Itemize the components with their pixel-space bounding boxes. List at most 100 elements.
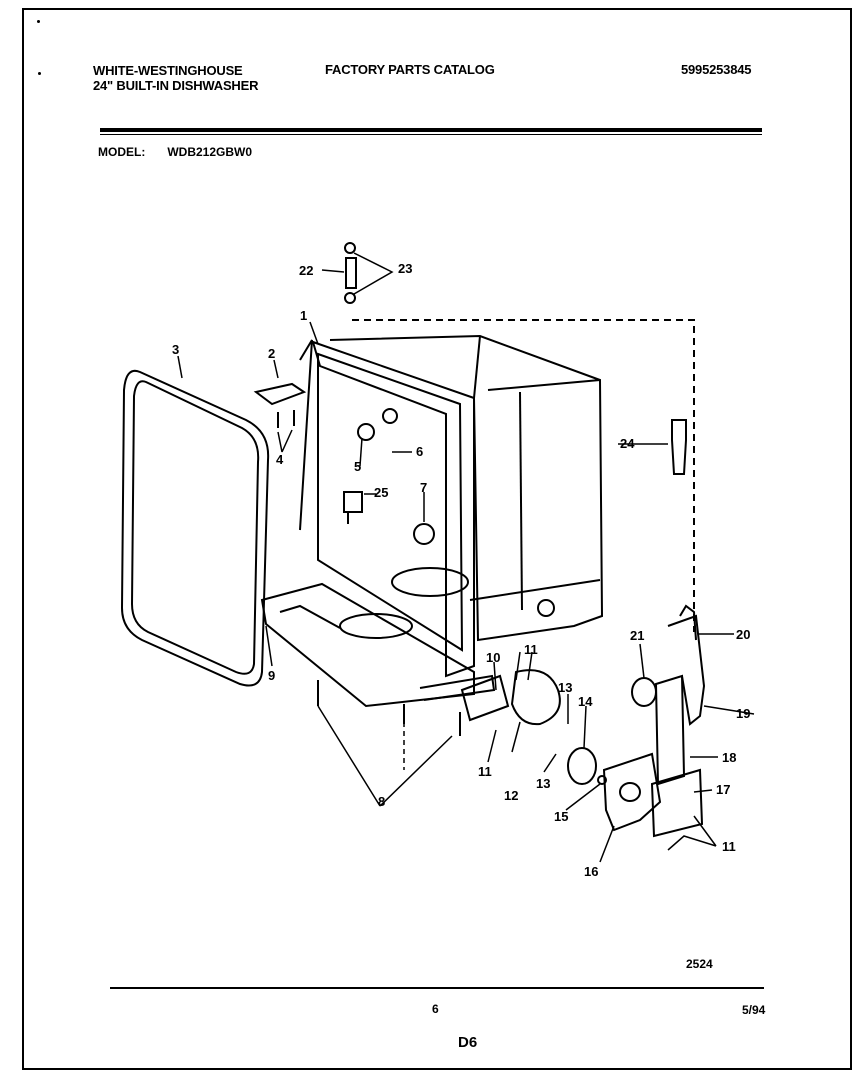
brand-name: WHITE-WESTINGHOUSE	[93, 63, 243, 78]
seal	[597, 775, 607, 785]
model-line: MODEL: WDB212GBW0	[98, 145, 252, 159]
tub-body	[469, 579, 601, 601]
revision-date: 5/94	[742, 1003, 766, 1017]
fill-valve	[343, 491, 363, 524]
callout-3: 3	[172, 342, 179, 357]
page-border	[22, 8, 852, 1070]
leader-line	[543, 753, 557, 773]
product-line: 24" BUILT-IN DISHWASHER	[93, 78, 259, 93]
leader-line	[565, 783, 601, 811]
callout-24: 24	[620, 436, 635, 451]
connector-tube	[345, 257, 357, 289]
callout-9: 9	[268, 668, 275, 683]
leader-line	[667, 815, 717, 851]
door-gasket	[130, 380, 260, 675]
callout-16: 16	[584, 864, 598, 879]
wire-nut	[344, 242, 356, 254]
callout-22: 22	[299, 263, 313, 278]
tub-opening	[413, 523, 435, 545]
heater-sleeve	[667, 614, 706, 726]
callout-7: 7	[420, 480, 427, 495]
inlet-fitting	[671, 419, 687, 475]
leader-line	[353, 252, 394, 295]
callout-25: 25	[374, 485, 388, 500]
tub-hole	[537, 599, 555, 617]
callout-18: 18	[722, 750, 736, 765]
leader-line	[599, 825, 615, 863]
motor-bracket	[460, 674, 510, 722]
base-plate	[260, 582, 475, 708]
callout-11c: 11	[722, 839, 736, 854]
leader-line	[177, 355, 183, 379]
callout-2: 2	[268, 346, 275, 361]
callout-1: 1	[300, 308, 307, 323]
mounting-hole	[619, 782, 641, 802]
header-rule-thin	[100, 134, 762, 135]
scan-speck	[38, 72, 41, 75]
leader-line	[703, 705, 755, 715]
impeller	[567, 747, 597, 785]
leader-lines	[177, 252, 755, 863]
tub-body	[487, 379, 601, 391]
callout-8: 8	[378, 794, 385, 809]
model-label: MODEL:	[98, 145, 146, 159]
diagram-drawing	[120, 242, 706, 838]
callout-14: 14	[578, 694, 593, 709]
leader-line	[309, 321, 319, 345]
pump-housing	[510, 669, 561, 726]
leader-line	[511, 721, 521, 753]
callout-11b: 11	[478, 764, 492, 779]
figure-code: 2524	[686, 957, 713, 971]
callout-12: 12	[504, 788, 518, 803]
catalog-number: 5995253845	[681, 62, 752, 77]
callout-6: 6	[416, 444, 423, 459]
callout-13b: 13	[536, 776, 550, 791]
tub-body	[519, 391, 523, 611]
tub-body	[329, 334, 604, 642]
callout-17: 17	[716, 782, 730, 797]
scan-speck	[37, 20, 40, 23]
tub-body	[473, 335, 481, 399]
callout-10: 10	[486, 650, 500, 665]
callout-20: 20	[736, 627, 750, 642]
wire-nut	[344, 292, 356, 304]
mounting-plate	[602, 752, 662, 832]
leader-line	[515, 651, 533, 681]
tub-frame	[317, 352, 464, 652]
callout-19: 19	[736, 706, 750, 721]
leader-line	[273, 359, 279, 379]
leader-line	[317, 705, 453, 807]
base-screw	[317, 680, 461, 736]
header-rule	[100, 128, 762, 132]
leader-line	[639, 643, 645, 679]
screw	[277, 410, 295, 428]
brand-block: WHITE-WESTINGHOUSE 24" BUILT-IN DISHWASH…	[93, 63, 258, 93]
door-gasket	[120, 369, 270, 687]
callout-13a: 13	[558, 680, 572, 695]
callout-21: 21	[630, 628, 644, 643]
leader-line	[321, 269, 345, 273]
heater-element	[654, 674, 686, 786]
base-plate	[279, 604, 341, 629]
tub-sump	[391, 567, 469, 597]
spray-arm-hub	[357, 423, 375, 441]
callout-23: 23	[398, 261, 412, 276]
model-number: WDB212GBW0	[167, 145, 253, 159]
callout-15: 15	[554, 809, 568, 824]
heater-sleeve	[679, 604, 697, 641]
leader-line	[359, 437, 363, 467]
leader-line	[277, 429, 293, 453]
callout-11a: 11	[524, 642, 538, 657]
callout-4: 4	[276, 452, 284, 467]
leader-line	[265, 625, 273, 667]
sheet-id: D6	[458, 1034, 478, 1051]
callout-labels: 1 2 3 4 5 6 6 7 8 9 10 11 11 11 12 13 13…	[172, 261, 750, 879]
leader-line	[487, 729, 497, 763]
hinge-bracket	[253, 382, 307, 406]
footer-rule	[110, 987, 764, 989]
leader-line	[493, 661, 497, 691]
leader-line	[583, 705, 587, 749]
base-plate	[419, 674, 496, 701]
catalog-title: FACTORY PARTS CATALOG	[325, 62, 495, 77]
